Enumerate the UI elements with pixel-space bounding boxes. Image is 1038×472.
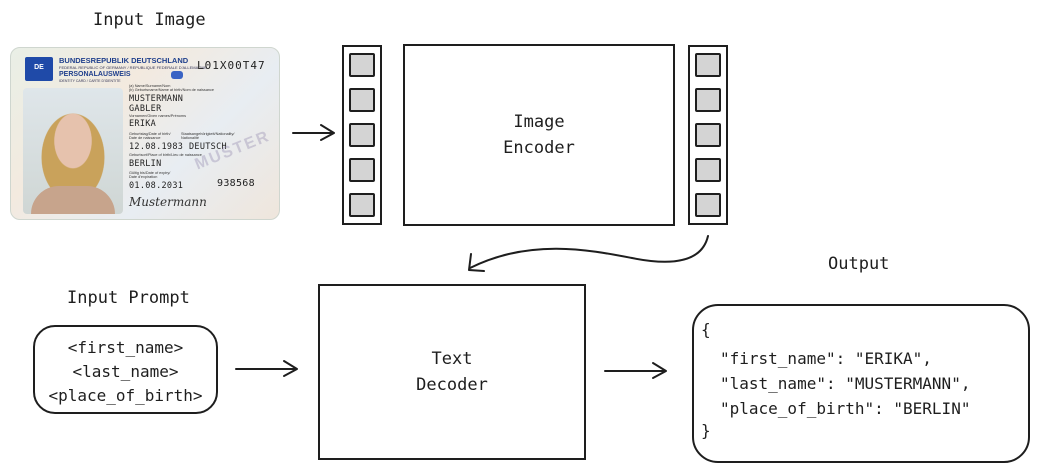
token-cell — [349, 88, 375, 112]
card-doc-type: PERSONALAUSWEIS — [59, 71, 131, 78]
card-country-sub: FEDERAL REPUBLIC OF GERMANY / REPUBLIQUE… — [59, 65, 207, 70]
token-cell — [695, 158, 721, 182]
output-last-name: "last_name": "MUSTERMANN", — [720, 374, 971, 393]
text-decoder-line2: Decoder — [416, 375, 488, 395]
prompt-last-name: <last_name> — [72, 362, 179, 381]
token-cell — [349, 53, 375, 77]
card-can: 938568 — [217, 178, 255, 189]
input-prompt-label: Input Prompt — [67, 288, 190, 308]
card-country: BUNDESREPUBLIK DEUTSCHLAND — [59, 56, 189, 65]
output-label: Output — [828, 254, 890, 274]
input-prompt-box: <first_name> <last_name> <place_of_birth… — [33, 325, 218, 414]
arrow-decoder-to-output — [604, 362, 667, 379]
card-name-label: (a) Name/Surname/Nom (b) Geburtsname/Nam… — [129, 84, 215, 92]
chip-icon — [171, 71, 183, 79]
country-code: DE — [34, 64, 44, 71]
card-given-name: ERIKA — [129, 119, 157, 129]
token-cell — [695, 123, 721, 147]
image-encoder-box: Image Encoder — [403, 44, 675, 226]
output-json-box: { "first_name": "ERIKA", "last_name": "M… — [692, 304, 1030, 463]
card-photo-shoulders — [31, 186, 115, 214]
card-surname: MUSTERMANN — [129, 94, 184, 104]
card-dob-label: Geburtstag/Date of birth/ Date de naissa… — [129, 132, 171, 140]
encoder-input-tokens — [342, 45, 382, 225]
token-cell — [695, 88, 721, 112]
prompt-place-of-birth: <place_of_birth> — [48, 386, 203, 405]
eu-flag-icon: DE — [25, 57, 53, 81]
card-dob: 12.08.1983 — [129, 142, 184, 152]
token-cell — [349, 193, 375, 217]
prompt-first-name: <first_name> — [67, 338, 184, 357]
text-decoder-box: Text Decoder — [318, 284, 586, 460]
token-cell — [695, 53, 721, 77]
output-close-brace: } — [701, 421, 711, 440]
card-given-label: Vornamen/Given names/Prénoms — [129, 114, 186, 118]
card-nationality: DEUTSCH — [189, 142, 227, 152]
card-doc-type-sub: IDENTITY CARD / CARTE D'IDENTITE — [59, 79, 121, 83]
token-cell — [349, 123, 375, 147]
card-doc-number: L01X00T47 — [197, 59, 266, 72]
card-birth-name: GABLER — [129, 104, 162, 114]
arrow-encoder-to-decoder — [468, 235, 709, 272]
arrow-prompt-to-decoder — [235, 360, 298, 377]
token-cell — [695, 193, 721, 217]
output-first-name: "first_name": "ERIKA", — [720, 349, 932, 368]
image-encoder-line1: Image — [513, 112, 565, 132]
card-signature: Mustermann — [129, 195, 207, 209]
card-expiry: 01.08.2031 — [129, 181, 184, 191]
image-encoder-line2: Encoder — [503, 138, 575, 158]
card-expiry-label: Gültig bis/Date of expiry/ Date d'expira… — [129, 171, 171, 179]
card-place-of-birth: BERLIN — [129, 159, 162, 169]
input-image-label: Input Image — [93, 10, 206, 30]
output-open-brace: { — [701, 320, 711, 339]
arrow-image-to-encoder — [292, 124, 335, 141]
output-place-of-birth: "place_of_birth": "BERLIN" — [720, 399, 971, 418]
encoder-output-tokens — [688, 45, 728, 225]
token-cell — [349, 158, 375, 182]
card-pob-label: Geburtsort/Place of birth/Lieu de naissa… — [129, 153, 202, 157]
card-nat-label: Staatsangehörigkeit/Nationality/ Nationa… — [181, 132, 235, 140]
text-decoder-line1: Text — [431, 349, 473, 369]
id-card-image: DE BUNDESREPUBLIK DEUTSCHLAND FEDERAL RE… — [10, 47, 280, 220]
